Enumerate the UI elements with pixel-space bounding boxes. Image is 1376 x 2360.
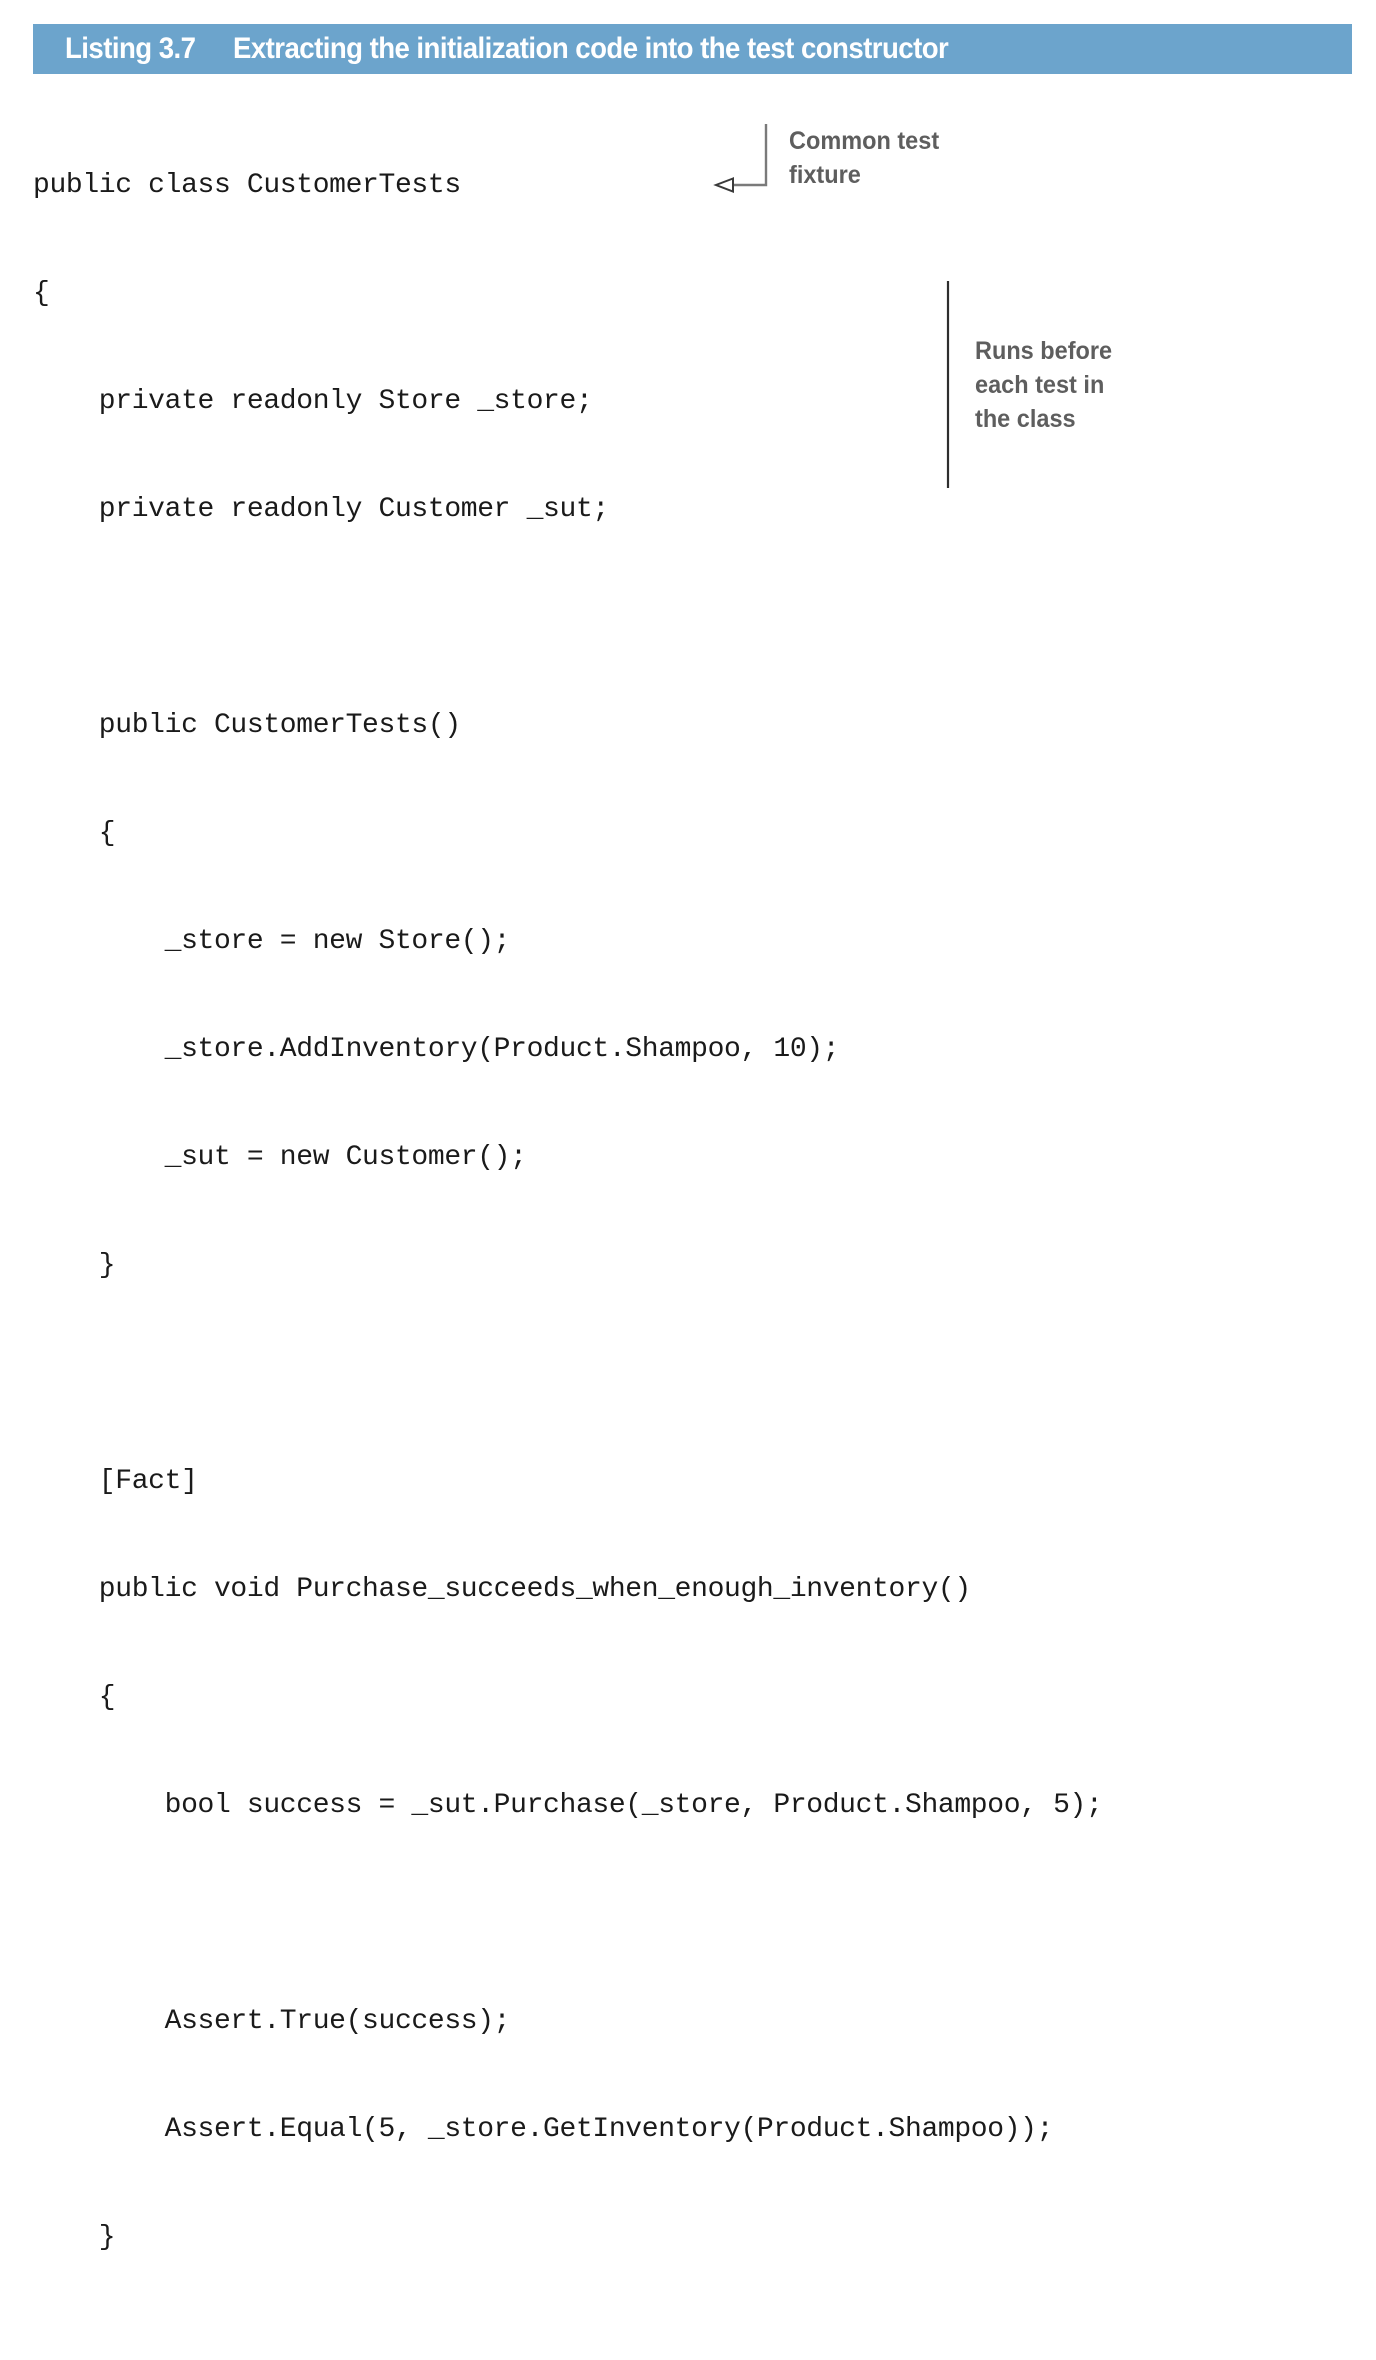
- code-line: public void Purchase_succeeds_when_enoug…: [33, 1574, 971, 1605]
- annotation-common-test-fixture: Common test fixture: [789, 127, 940, 189]
- code-line: Assert.True(success);: [33, 2006, 511, 2037]
- code-line: _store.AddInventory(Product.Shampoo, 10)…: [33, 1034, 840, 1065]
- code-line: [Fact]: [33, 1466, 198, 1497]
- code-line-blank: [33, 600, 1283, 636]
- listing-title: Extracting the initialization code into …: [232, 32, 949, 65]
- code-line: }: [33, 2222, 116, 2253]
- code-line: {: [33, 1682, 116, 1713]
- code-line: _store = new Store();: [33, 926, 511, 957]
- listing-header-bar: Listing 3.7 Extracting the initializatio…: [33, 24, 1352, 74]
- code-line: public CustomerTests(): [33, 710, 461, 741]
- code-line-blank: [33, 2328, 1283, 2360]
- code-line-blank: [33, 1356, 1283, 1392]
- code-line: }: [33, 1250, 116, 1281]
- code-line: bool success = _sut.Purchase(_store, Pro…: [33, 1790, 1103, 1821]
- code-line: Assert.Equal(5, _store.GetInventory(Prod…: [33, 2114, 1054, 2145]
- code-line: public class CustomerTests: [33, 170, 461, 201]
- code-line: private readonly Store _store;: [33, 386, 593, 417]
- listing-number-label: Listing 3.7: [65, 32, 196, 65]
- code-line: private readonly Customer _sut;: [33, 494, 609, 525]
- code-line: {: [33, 278, 50, 309]
- code-line: {: [33, 818, 116, 849]
- annotation-runs-before-each-test: Runs before each test in the class: [975, 337, 1113, 433]
- code-line-blank: [33, 1896, 1283, 1932]
- code-line: _sut = new Customer();: [33, 1142, 527, 1173]
